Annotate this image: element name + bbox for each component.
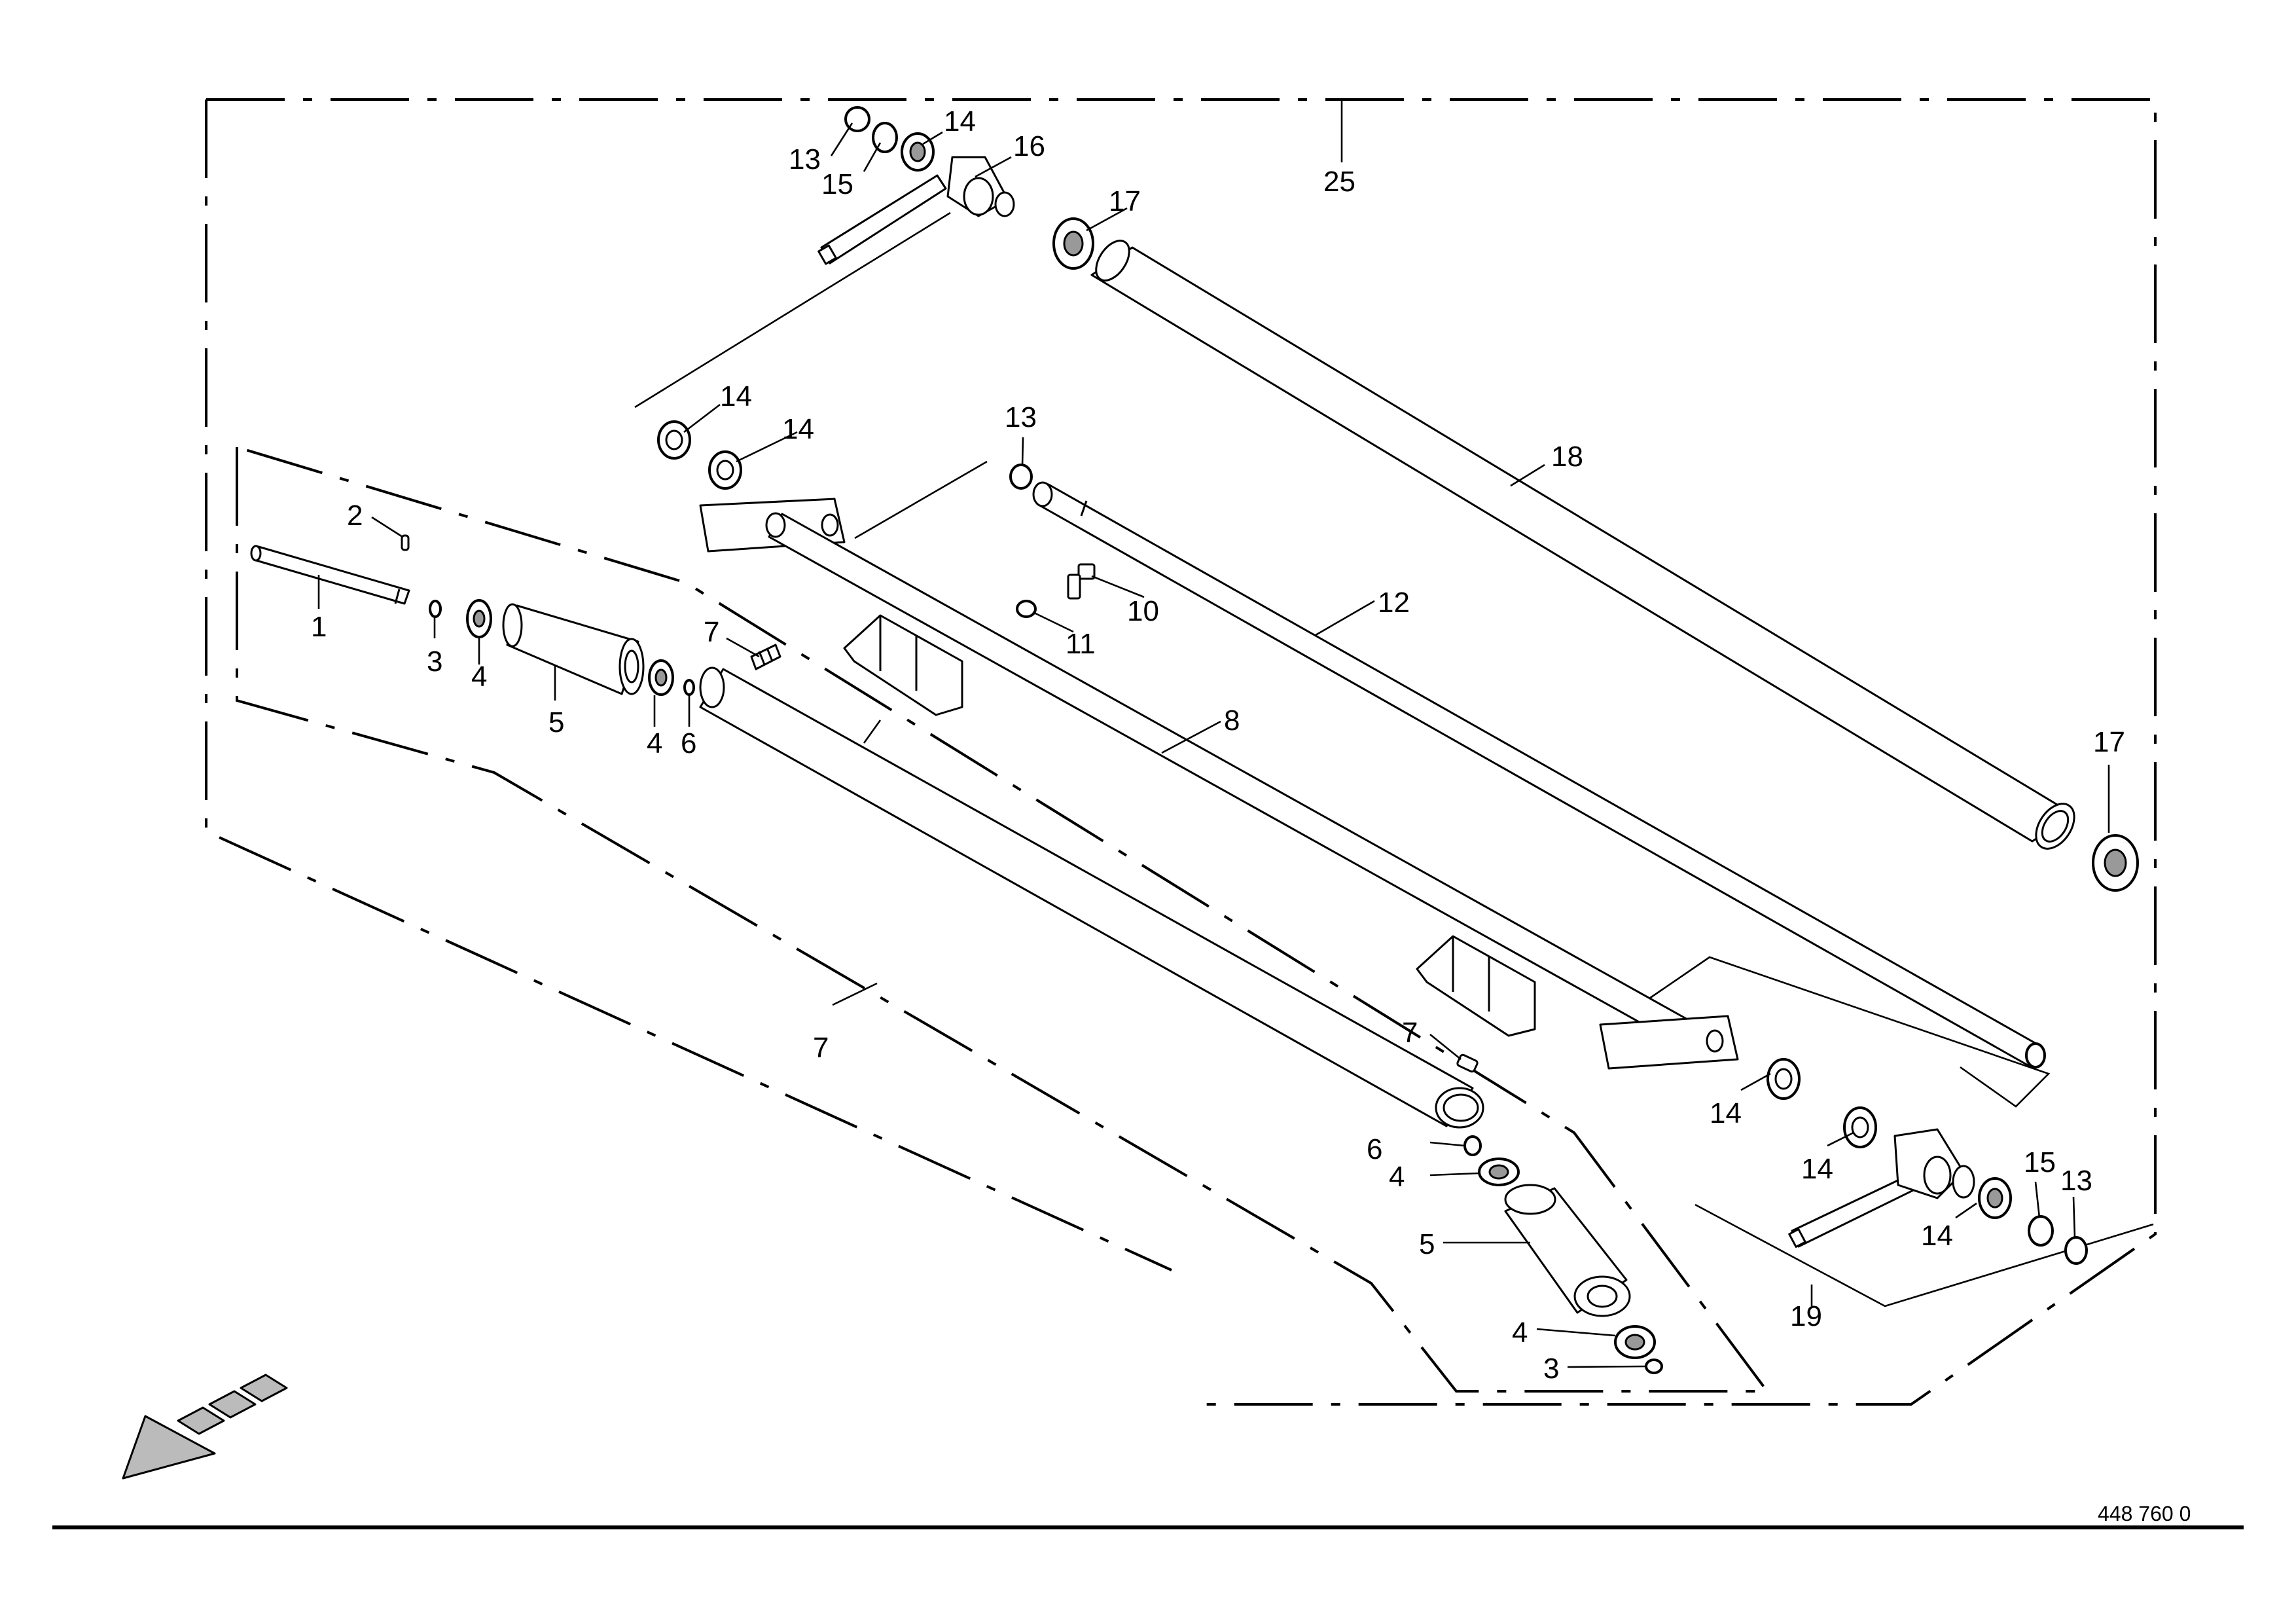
- callout-13-right: 13: [2060, 1165, 2092, 1197]
- callout-1: 1: [311, 611, 327, 643]
- callout-16: 16: [1013, 130, 1045, 162]
- callout-15-top: 15: [821, 168, 853, 200]
- callout-7-top: 7: [704, 616, 719, 648]
- bearing-4-bottom-b: [1614, 1325, 1656, 1359]
- callout-10: 10: [1127, 595, 1159, 627]
- assembly-outline-8: [236, 446, 1770, 1393]
- lever-16: [817, 156, 1015, 265]
- bolt-10: [1067, 563, 1096, 600]
- callout-9: 8: [1224, 704, 1240, 737]
- callout-4-bottom-b: 4: [1512, 1317, 1528, 1349]
- roller-5-left: [502, 603, 645, 695]
- shaft-1: [250, 545, 410, 605]
- callout-7-bottom: 7: [1402, 1017, 1418, 1049]
- washer-11: [1016, 600, 1037, 618]
- bearing-4-left-a: [466, 599, 492, 638]
- callout-3-left: 3: [427, 646, 442, 678]
- bushing-14-mid-a: [657, 420, 691, 460]
- shaft-12: [1032, 481, 2046, 1068]
- bearing-4-bottom-a: [1478, 1158, 1520, 1186]
- callout-12: 12: [1378, 587, 1410, 619]
- callout-13-top: 13: [789, 143, 821, 175]
- grease-nipple-7-top: [750, 644, 781, 670]
- circlip-13-mid: [1009, 464, 1033, 490]
- roller-18: [1090, 240, 2075, 850]
- callout-14-top: 14: [944, 105, 976, 137]
- circlip-3-bottom: [1645, 1359, 1663, 1374]
- drawing-number: 448 760 0: [2098, 1502, 2191, 1525]
- travel-direction-arrow-icon: [122, 1374, 288, 1480]
- callout-2: 2: [347, 500, 363, 532]
- callout-5-bottom: 5: [1419, 1228, 1435, 1260]
- callout-25: 25: [1323, 166, 1355, 198]
- callout-19: 19: [1790, 1300, 1822, 1332]
- lever-19: [1788, 1128, 1975, 1248]
- callout-14-right-a: 14: [1710, 1097, 1742, 1129]
- bearing-17-top: [1052, 217, 1094, 270]
- bearing-17-bottom: [2092, 834, 2139, 892]
- bearing-4-left-b: [648, 659, 674, 696]
- bushing-14-top: [901, 132, 935, 172]
- roller-8: [699, 666, 1484, 1129]
- bushing-14-mid-b: [708, 450, 742, 490]
- pin-2: [401, 534, 410, 551]
- callout-labels: 25 13 15 14 16 17 14 14 13 18 10 11 12 8…: [311, 105, 2125, 1385]
- roller-5-bottom: [1504, 1184, 1631, 1317]
- bushing-14-right-b: [1843, 1106, 1877, 1148]
- callout-4-left-b: 4: [647, 727, 662, 759]
- callout-11: 11: [1066, 628, 1096, 660]
- callout-13-mid: 13: [1005, 401, 1037, 433]
- callout-6-left: 6: [681, 727, 696, 759]
- subassembly-frame-right: [1649, 956, 2154, 1307]
- callout-3-bottom: 3: [1543, 1353, 1559, 1385]
- frame-9: [699, 498, 1739, 1070]
- bushing-14-right-c: [1978, 1177, 2012, 1219]
- circlip-6-bottom: [1463, 1135, 1482, 1156]
- callout-14-mid-b: 14: [782, 413, 814, 445]
- circlip-3-left: [429, 600, 442, 618]
- callout-14-right-b: 14: [1801, 1153, 1833, 1185]
- assembly-outline-25: [205, 98, 2157, 1406]
- bushing-14-right-a: [1767, 1058, 1801, 1100]
- callout-4-left-a: 4: [471, 661, 487, 693]
- callout-17-top: 17: [1109, 185, 1141, 217]
- callout-14-mid-a: 14: [720, 380, 752, 412]
- callout-6-bottom: 6: [1367, 1133, 1382, 1165]
- callout-4-bottom-a: 4: [1389, 1161, 1405, 1193]
- callout-18: 18: [1551, 441, 1583, 473]
- callout-14-right-c: 14: [1921, 1220, 1953, 1252]
- callout-17-bottom: 17: [2093, 726, 2125, 758]
- callout-15-right: 15: [2024, 1146, 2056, 1178]
- grease-nipple-7-bottom: [1456, 1053, 1479, 1073]
- washer-15-right: [2028, 1215, 2054, 1247]
- circlip-13-right: [2064, 1236, 2088, 1265]
- circlip-6-left: [683, 679, 695, 696]
- leader-lines: [317, 100, 2110, 1368]
- callout-5-left: 5: [548, 706, 564, 739]
- callout-8: 7: [813, 1032, 829, 1064]
